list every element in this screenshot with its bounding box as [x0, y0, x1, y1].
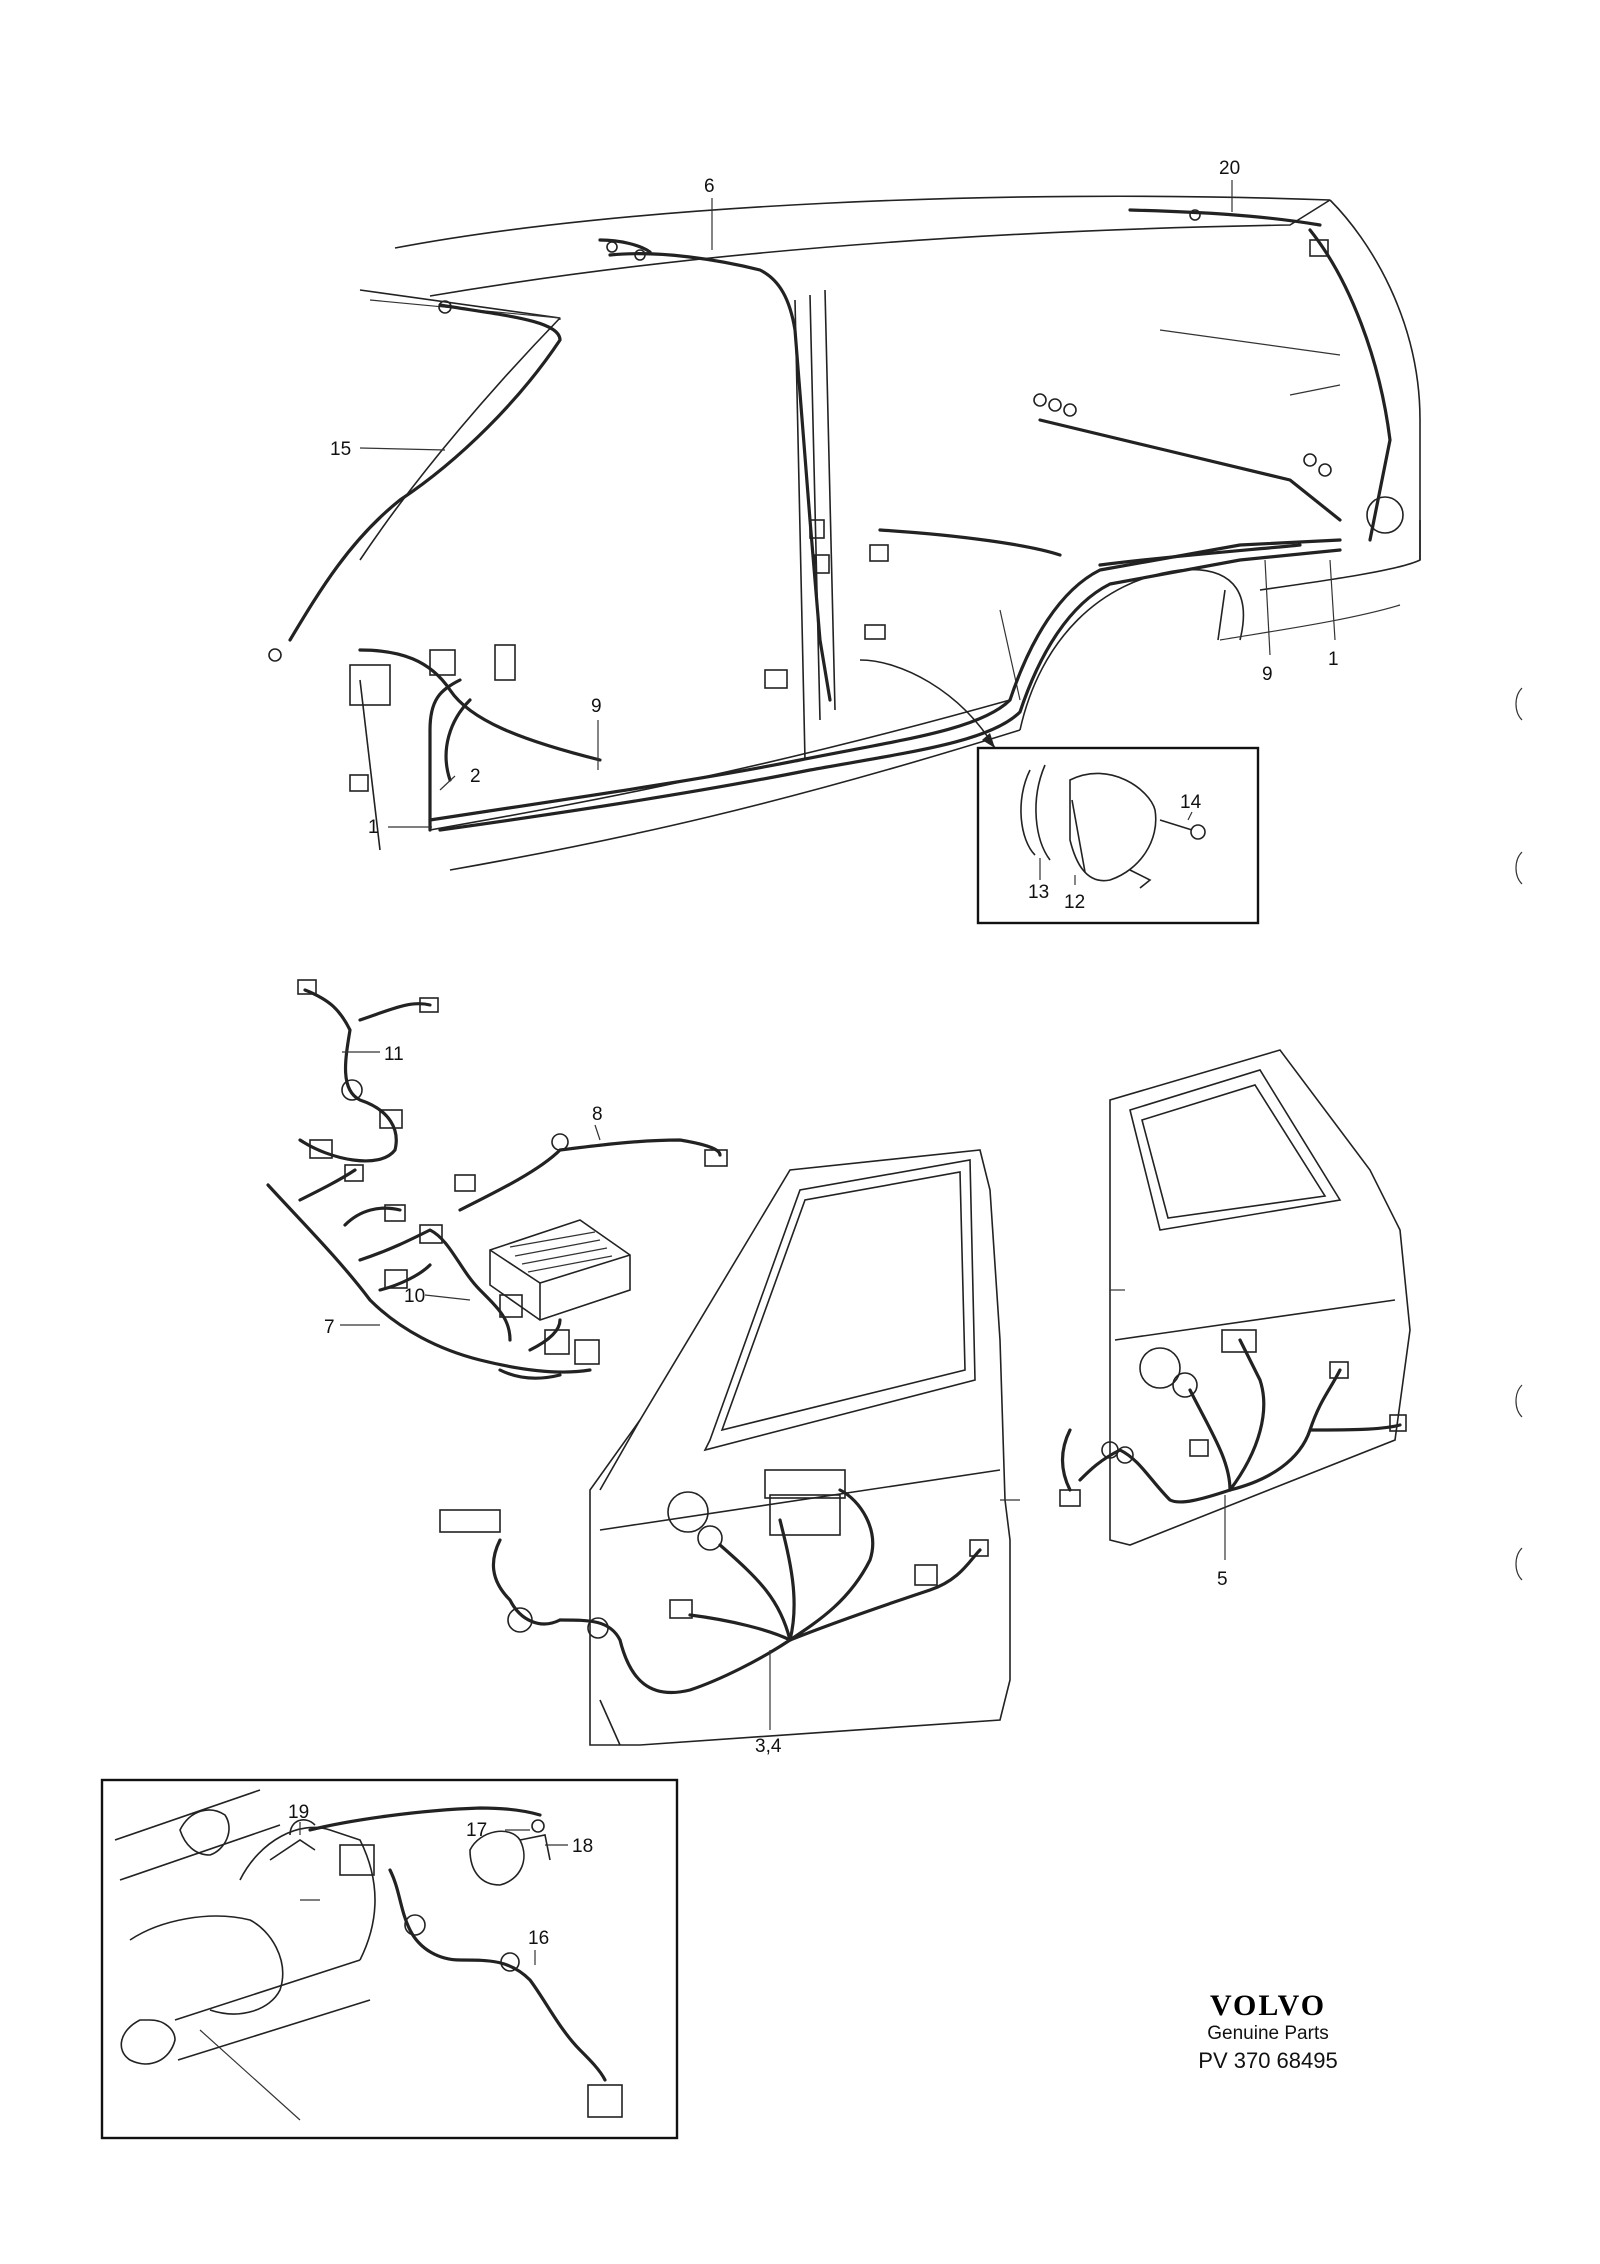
label-9-rear: 9 [1262, 664, 1273, 685]
label-2: 2 [470, 766, 481, 787]
leader-lines-top [359, 180, 1336, 828]
label-13: 13 [1028, 882, 1049, 903]
brand-block: VOLVO Genuine Parts PV 370 68495 [1188, 1990, 1348, 2076]
label-1-rear: 1 [1328, 649, 1339, 670]
part-labels: 6 20 15 9 2 1 9 1 14 13 12 11 8 10 7 3,4… [288, 158, 1339, 1949]
label-17: 17 [466, 1820, 487, 1841]
label-12: 12 [1064, 892, 1085, 913]
rear-door [1059, 1049, 1411, 1560]
volvo-logo: VOLVO [1209, 1989, 1327, 2022]
label-1-front: 1 [368, 817, 379, 838]
label-18: 18 [572, 1836, 593, 1857]
label-8: 8 [592, 1104, 603, 1125]
brand-subtitle: Genuine Parts [1207, 2023, 1329, 2044]
label-3-4: 3,4 [755, 1736, 782, 1757]
detail-box-axle [100, 1778, 679, 2140]
label-5: 5 [1217, 1569, 1228, 1590]
car-body-outline [359, 195, 1421, 871]
label-20: 20 [1219, 158, 1240, 179]
part-code: PV 370 68495 [1198, 2048, 1338, 2073]
label-6: 6 [704, 176, 715, 197]
detail-box-connector [976, 746, 1260, 925]
label-15: 15 [330, 439, 351, 460]
label-19: 19 [288, 1802, 309, 1823]
car-harness [268, 208, 1404, 832]
label-7: 7 [324, 1317, 335, 1338]
dash-harness [266, 979, 728, 1380]
margin-marks [1515, 687, 1523, 1581]
label-10: 10 [404, 1286, 425, 1307]
label-16: 16 [528, 1928, 549, 1949]
label-9-front: 9 [591, 696, 602, 717]
label-14: 14 [1180, 792, 1202, 813]
front-door [439, 1149, 1020, 1746]
label-11: 11 [384, 1044, 404, 1065]
